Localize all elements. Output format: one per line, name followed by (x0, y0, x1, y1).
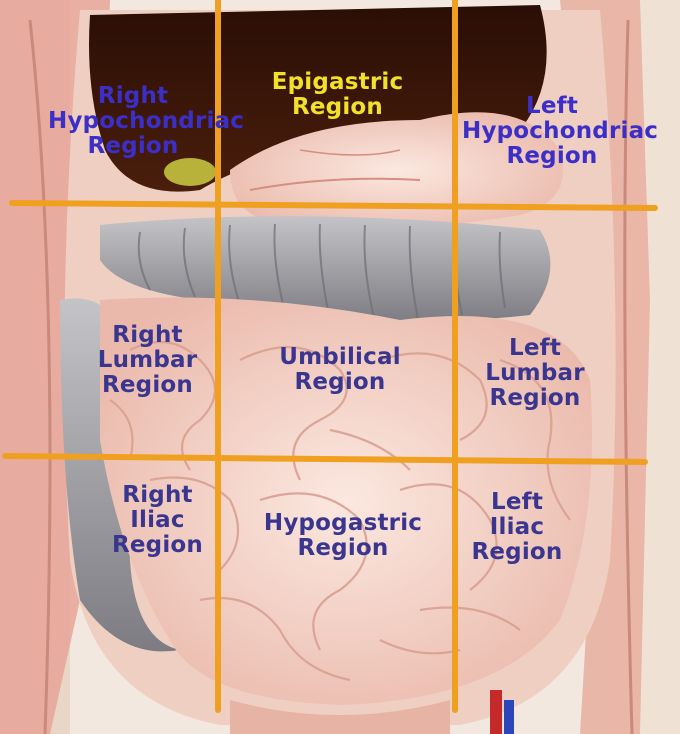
label-hypogastric: Hypogastric Region (248, 511, 438, 561)
gallbladder (164, 158, 216, 186)
label-left-lumbar: Left Lumbar Region (475, 336, 595, 410)
label-left-iliac: Left Iliac Region (462, 490, 572, 564)
label-right-lumbar: Right Lumbar Region (90, 323, 205, 397)
label-right-hypochondriac: Right Hypochondriac Region (48, 84, 218, 158)
label-left-hypochondriac: Left Hypochondriac Region (462, 94, 642, 168)
label-epigastric: Epigastric Region (250, 70, 425, 120)
label-umbilical: Umbilical Region (260, 345, 420, 395)
label-right-iliac: Right Iliac Region (100, 483, 215, 557)
